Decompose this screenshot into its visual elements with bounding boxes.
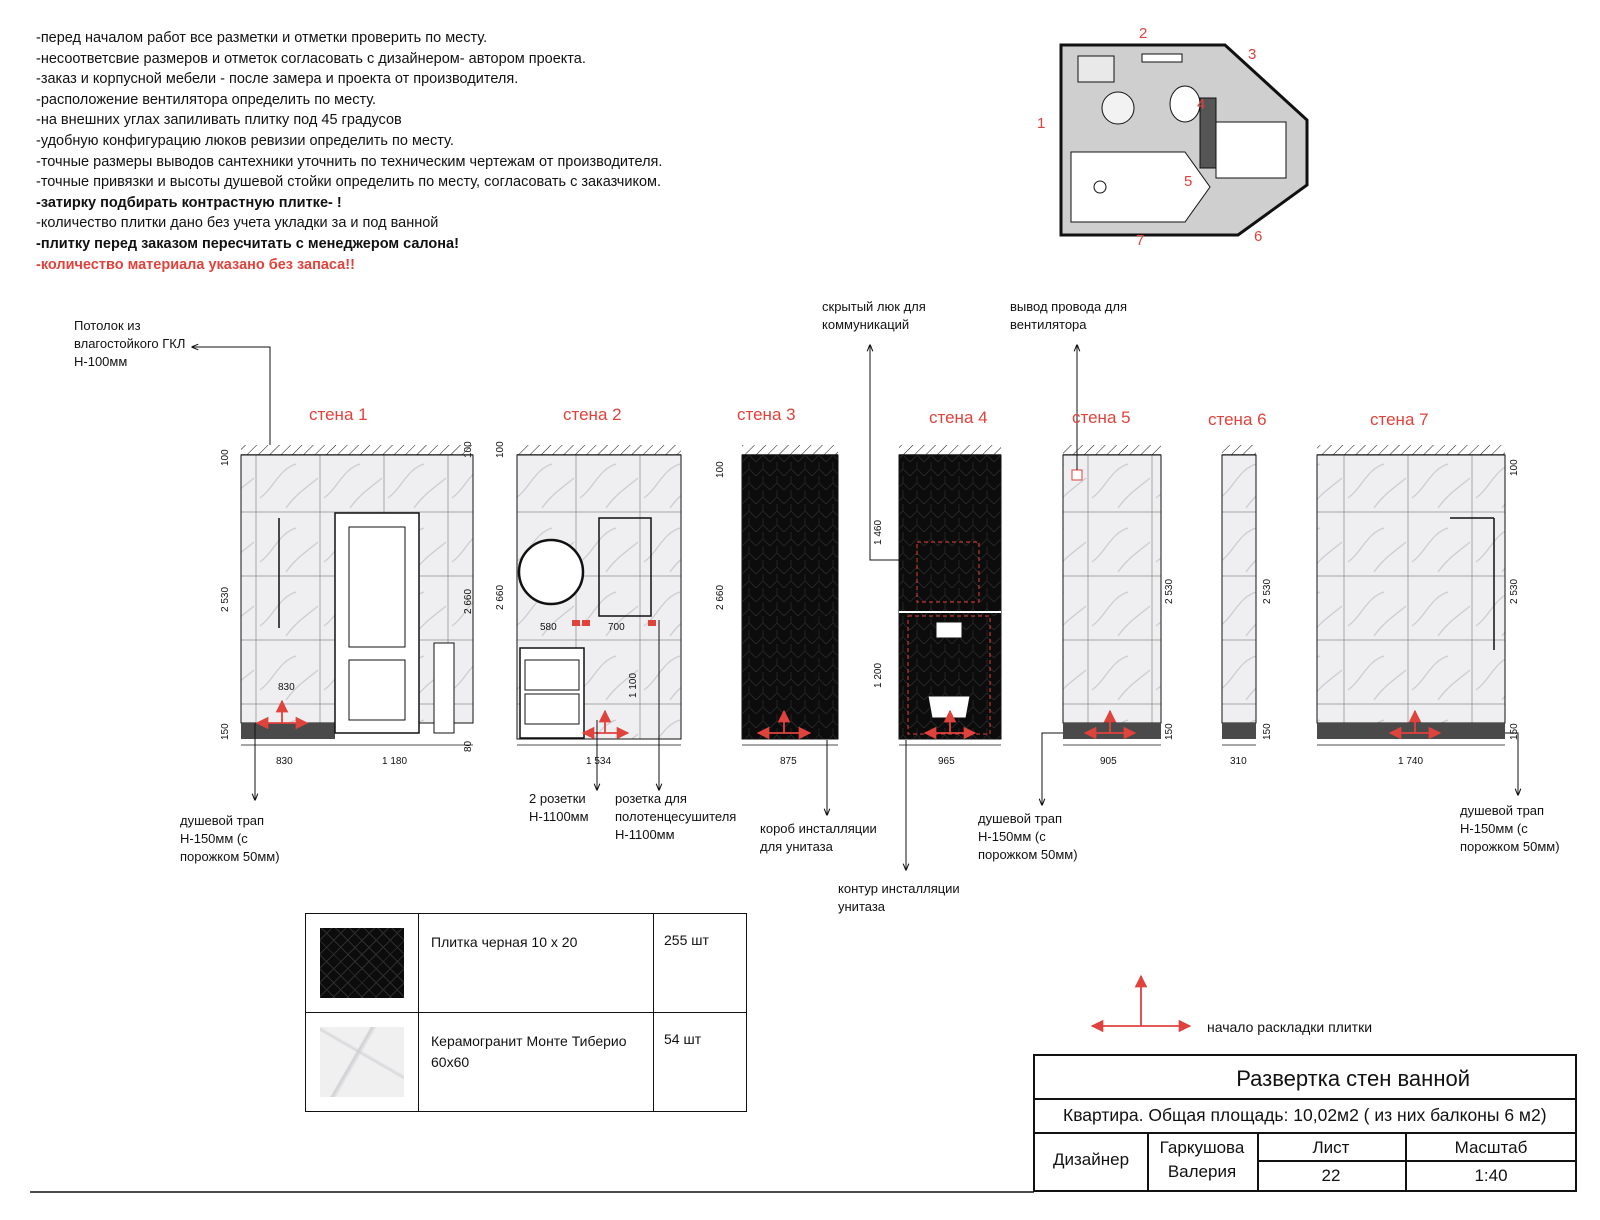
wall-title: стена 4	[929, 408, 988, 427]
wall-7-elevation	[1316, 445, 1506, 746]
dimension: 100	[495, 441, 506, 458]
plan-number: 7	[1136, 232, 1145, 249]
dimension: 100	[1509, 459, 1520, 476]
dimension: 905	[1100, 756, 1117, 767]
dimension: 310	[1230, 756, 1247, 767]
wall-1-elevation	[240, 445, 474, 746]
legend-row: Плитка черная 10 х 20 255 шт	[305, 913, 747, 1013]
legend-material: Керамогранит Монте Тиберио 60х60	[418, 1012, 654, 1112]
wall-4-elevation	[898, 445, 1002, 746]
legend-material: Плитка черная 10 х 20	[418, 913, 654, 1013]
plan-number: 5	[1184, 173, 1193, 190]
note-line-bold: -плитку перед заказом пересчитать с мене…	[36, 235, 459, 252]
wall-title: стена 3	[737, 405, 796, 424]
scale-value: 1:40	[1474, 1166, 1508, 1185]
dimension: 100	[715, 461, 726, 478]
plan-number: 1	[1037, 115, 1046, 132]
note-line: -точные размеры выводов сантехники уточн…	[36, 153, 663, 170]
dimension: 875	[780, 756, 797, 767]
dimension: 2 530	[1262, 578, 1273, 604]
wall-title: стена 6	[1208, 410, 1267, 429]
wall-title: стена 7	[1370, 410, 1429, 429]
sheet-label: Лист	[1312, 1138, 1350, 1157]
plan-number: 2	[1139, 25, 1148, 42]
wall-2-elevation	[516, 445, 682, 746]
note-line: -на внешних углах запиливать плитку под …	[36, 112, 402, 129]
designer-role: Дизайнер	[1052, 1150, 1130, 1169]
dimension: 2 660	[495, 584, 506, 610]
black-tile-swatch	[305, 913, 419, 1013]
dimension: 150	[1262, 723, 1273, 740]
note-line-warning: -количество материала указано без запаса…	[36, 256, 355, 273]
scale-label: Масштаб	[1454, 1138, 1528, 1157]
wall-title: стена 2	[563, 405, 622, 424]
dimension: 1 100	[628, 672, 639, 698]
note-line-bold: -затирку подбирать контрастную плитке- !	[36, 194, 342, 211]
tile-start-label: начало раскладки плитки	[1207, 1019, 1373, 1035]
general-notes: -перед началом работ все разметки и отме…	[36, 28, 662, 275]
dimension: 830	[278, 682, 295, 693]
floor-plan	[1059, 43, 1309, 237]
dimension: 150	[1509, 723, 1520, 740]
dimension: 1 740	[1398, 756, 1424, 767]
plan-number: 6	[1254, 228, 1263, 245]
dimension: 2 530	[1509, 578, 1520, 604]
dimension: 100	[220, 449, 231, 466]
sheet-number: 22	[1321, 1166, 1341, 1185]
dimension: 100	[463, 441, 474, 458]
dimension: 2 660	[463, 588, 474, 614]
note-line: -расположение вентилятора определить по …	[36, 91, 377, 108]
note-line: -точные привязки и высоты душевой стойки…	[36, 174, 662, 191]
plan-number: 3	[1248, 46, 1257, 63]
materials-legend: Плитка черная 10 х 20 255 шт Керамограни…	[305, 913, 747, 1112]
leader-lines	[192, 345, 1518, 870]
note-line: -удобную конфигурацию люков ревизии опре…	[36, 132, 454, 149]
note-line: -количество плитки дано без учета укладк…	[36, 215, 439, 232]
dimension: 2 530	[220, 586, 231, 612]
note-line: -перед началом работ все разметки и отме…	[36, 30, 488, 46]
legend-row: Керамогранит Монте Тиберио 60х60 54 шт	[305, 1012, 747, 1112]
dimension: 580	[540, 622, 557, 633]
legend-quantity: 54 шт	[653, 1012, 747, 1112]
dimension: 1 460	[873, 519, 884, 545]
dimension: 700	[608, 622, 625, 633]
dimension: 150	[1164, 723, 1175, 740]
wall-5-elevation	[1062, 445, 1162, 746]
dimension: 1 180	[382, 756, 408, 767]
dimension: 965	[938, 756, 955, 767]
plan-number: 4	[1197, 96, 1206, 113]
dimension: 2 660	[715, 584, 726, 610]
dimension: 150	[220, 723, 231, 740]
drawing-subtitle: Квартира. Общая площадь: 10,02м2 ( из ни…	[1063, 1105, 1547, 1125]
dimension: 1 200	[873, 662, 884, 688]
wall-title: стена 5	[1072, 408, 1131, 427]
dimension: 1 534	[586, 756, 612, 767]
title-block: Развертка стен ванной Квартира. Общая пл…	[1033, 1054, 1577, 1192]
note-line: -несоответсвие размеров и отметок соглас…	[36, 50, 586, 67]
wall-title: стена 1	[309, 405, 368, 424]
wall-6-elevation	[1221, 445, 1257, 746]
dimension: 830	[276, 756, 293, 767]
legend-quantity: 255 шт	[653, 913, 747, 1013]
dimension: 2 530	[1164, 578, 1175, 604]
tile-start-arrows	[255, 699, 1442, 1033]
note-line: -заказ и корпусной мебели - после замера…	[36, 71, 519, 88]
drawing-title: Развертка стен ванной	[1236, 1066, 1470, 1091]
dimension: 80	[463, 740, 474, 752]
marble-tile-swatch	[305, 1012, 419, 1112]
wall-3-elevation	[741, 445, 839, 746]
